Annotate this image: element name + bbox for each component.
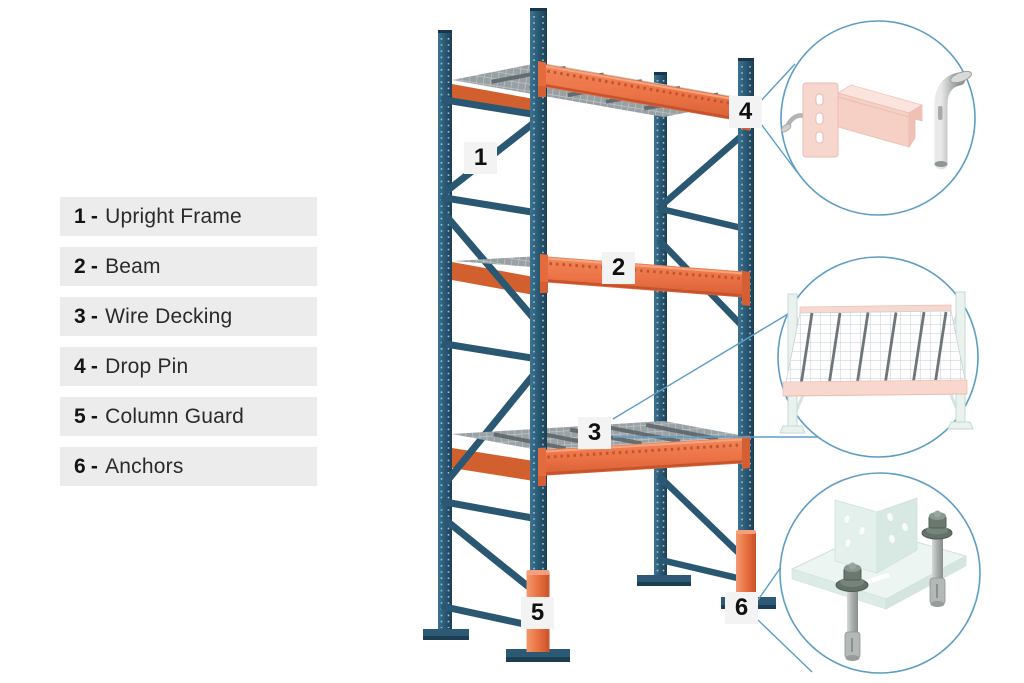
callout-circle-drop-pin: [780, 20, 976, 216]
legend-item-number: 2: [74, 254, 86, 278]
column-guard-front-right: [736, 530, 756, 602]
legend-item-label: Beam: [105, 254, 161, 278]
upright-post-back-left: [438, 30, 452, 640]
marker-badge-anchors: 6: [725, 592, 758, 624]
anchor-bolt-left: [835, 562, 869, 661]
legend-separator: -: [90, 404, 99, 428]
legend-item-number: 4: [74, 354, 86, 378]
marker-badge-drop-pin: 4: [729, 96, 762, 128]
marker-badge-upright-frame: 1: [464, 142, 497, 174]
marker-badge-wire-decking: 3: [578, 417, 611, 449]
legend-item-column-guard: 5 - Column Guard: [60, 397, 317, 436]
back-beams: [452, 84, 534, 481]
callout-circle-wire-decking: [777, 256, 979, 458]
legend-separator: -: [90, 304, 99, 328]
legend-item-label: Drop Pin: [105, 354, 189, 378]
marker-badge-beam: 2: [602, 252, 635, 284]
callout-circle-anchors: [779, 472, 981, 674]
base-plates: [423, 575, 776, 662]
pallet-rack-illustration: [423, 8, 776, 662]
legend-item-number: 5: [74, 404, 86, 428]
upright-post-back-right: [654, 72, 667, 585]
wire-decking-illustration: [779, 291, 974, 434]
legend-separator: -: [90, 204, 99, 228]
legend-item-drop-pin: 4 - Drop Pin: [60, 347, 317, 386]
legend-item-label: Upright Frame: [105, 204, 242, 228]
legend-item-beam: 2 - Beam: [60, 247, 317, 286]
marker-badge-column-guard: 5: [521, 597, 554, 629]
legend-separator: -: [90, 254, 99, 278]
upright-frame-right-bracing: [656, 127, 751, 584]
legend-item-label: Column Guard: [105, 404, 245, 428]
legend-separator: -: [90, 454, 99, 478]
upright-frame-left-bracing: [440, 95, 543, 632]
upright-post-front-right: [738, 58, 754, 600]
legend-item-wire-decking: 3 - Wire Decking: [60, 297, 317, 336]
legend-item-upright-frame: 1 - Upright Frame: [60, 197, 317, 236]
legend-item-number: 3: [74, 304, 86, 328]
legend-item-anchors: 6 - Anchors: [60, 447, 317, 486]
legend-item-number: 6: [74, 454, 86, 478]
legend-separator: -: [90, 354, 99, 378]
anchors-illustration: [790, 497, 968, 661]
callout-leader-lines: [612, 63, 818, 673]
beam-level-2: [539, 254, 751, 306]
upright-post-front-left: [530, 8, 547, 660]
legend-item-number: 1: [74, 204, 86, 228]
drop-pin-illustration: [780, 70, 972, 170]
legend-item-label: Anchors: [105, 454, 184, 478]
legend-item-label: Wire Decking: [105, 304, 233, 328]
legend: 1 - Upright Frame 2 - Beam 3 - Wire Deck…: [60, 197, 317, 497]
anchor-bolt-right: [921, 510, 953, 607]
